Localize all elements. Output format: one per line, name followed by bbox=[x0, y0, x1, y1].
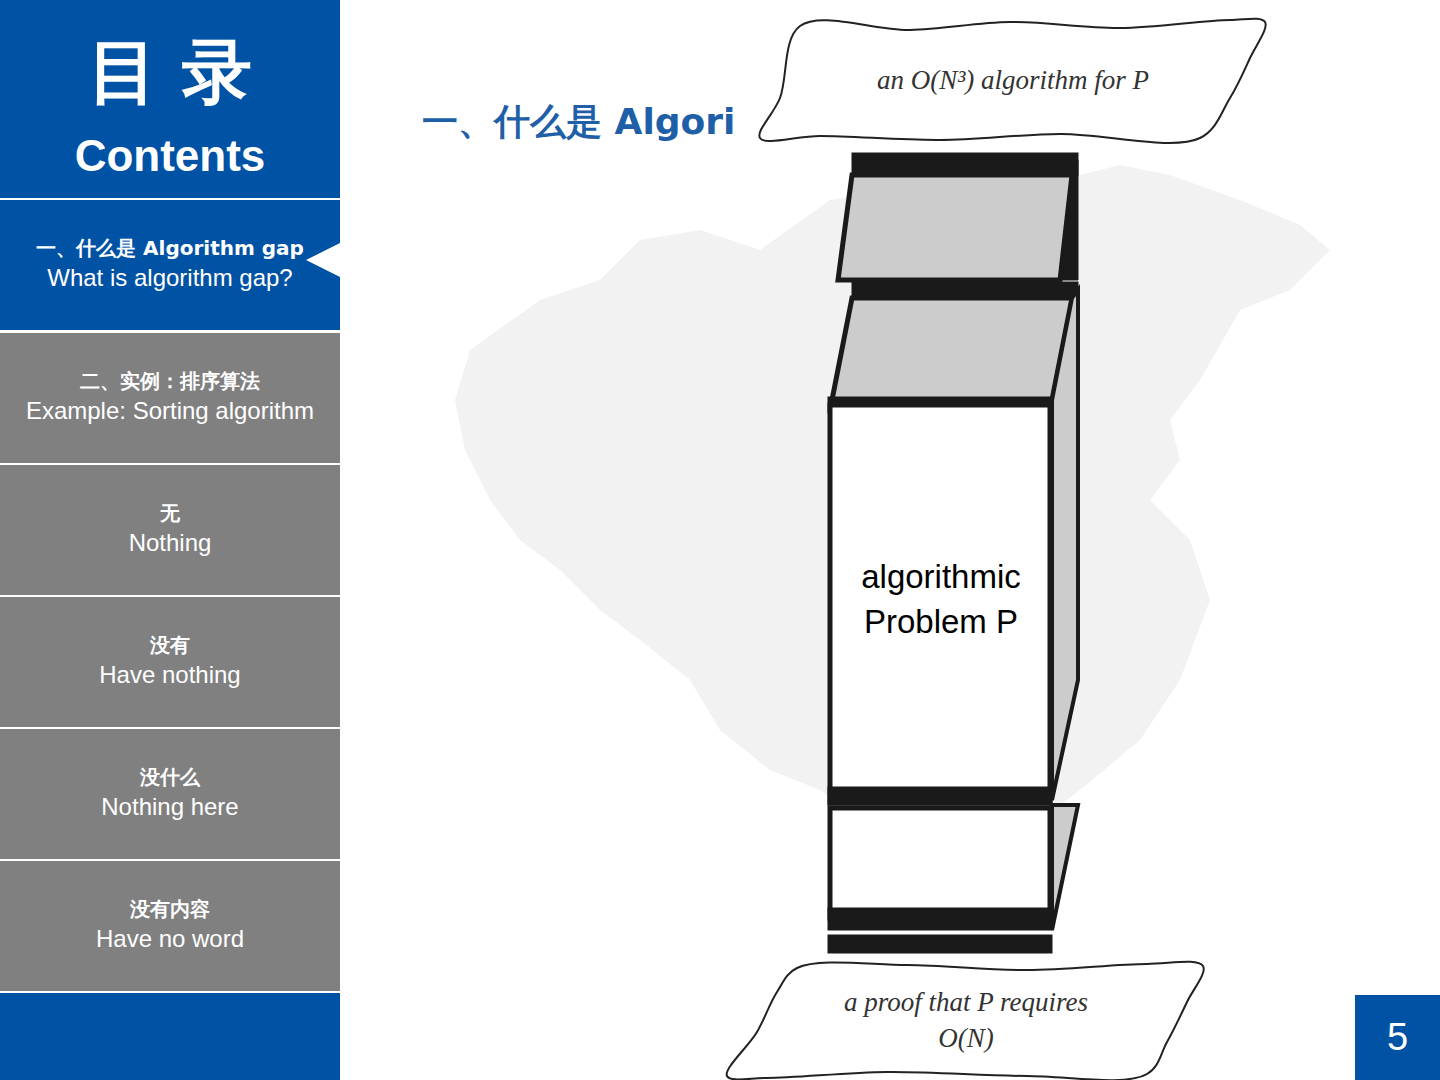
torn-paper-shape bbox=[759, 19, 1265, 143]
menu-item: 一、什么是 Algorithm gapWhat is algorithm gap… bbox=[0, 200, 340, 330]
page-number: 5 bbox=[1355, 995, 1440, 1080]
menu-item: 没什么Nothing here bbox=[0, 729, 340, 859]
node-label: 二、实例：排序算法 bbox=[80, 368, 260, 395]
node-label: 目 录 bbox=[88, 25, 252, 120]
node-sublabel: Contents bbox=[75, 120, 266, 185]
node-sublabel: Nothing bbox=[129, 527, 212, 559]
torn-paper-note: a proof that P requires O(N) bbox=[727, 962, 1205, 1078]
node-sublabel: Have nothing bbox=[99, 659, 240, 691]
node-label: algorithmic Problem P bbox=[842, 555, 1040, 644]
slide-title: 一、什么是 Algori bbox=[422, 98, 735, 147]
notch-triangle bbox=[306, 243, 340, 277]
node-label: 无 bbox=[160, 500, 180, 527]
node-label: 没什么 bbox=[140, 764, 200, 791]
torn-paper-outline bbox=[727, 962, 1205, 1078]
menu-item: 无Nothing bbox=[0, 465, 340, 595]
node-label: 5 bbox=[1387, 1012, 1408, 1063]
torn-paper-shape bbox=[727, 962, 1204, 1080]
node-sublabel: What is algorithm gap? bbox=[47, 262, 292, 294]
node-label: a proof that P requires O(N) bbox=[816, 984, 1116, 1057]
stack-figure bbox=[828, 153, 1078, 953]
node-label: 没有内容 bbox=[130, 896, 210, 923]
node-label: an O(N³) algorithm for P bbox=[877, 62, 1149, 98]
sidebar-header bbox=[0, 0, 340, 198]
node-sublabel: Have no word bbox=[96, 923, 244, 955]
menu-item: 没有Have nothing bbox=[0, 597, 340, 727]
node-sublabel: Nothing here bbox=[101, 791, 238, 823]
menu-item: 没有内容Have no word bbox=[0, 861, 340, 991]
map-watermark bbox=[455, 165, 1330, 920]
contents-header: 目 录Contents bbox=[0, 20, 340, 190]
sidebar-footer bbox=[0, 993, 340, 1080]
torn-paper-note: an O(N³) algorithm for P bbox=[760, 18, 1266, 142]
node-label: 没有 bbox=[150, 632, 190, 659]
node-label: 一、什么是 Algorithm gap bbox=[36, 235, 304, 262]
problem-box: algorithmic Problem P bbox=[834, 415, 1048, 785]
menu-item: 二、实例：排序算法Example: Sorting algorithm bbox=[0, 333, 340, 463]
node-sublabel: Example: Sorting algorithm bbox=[26, 395, 314, 427]
